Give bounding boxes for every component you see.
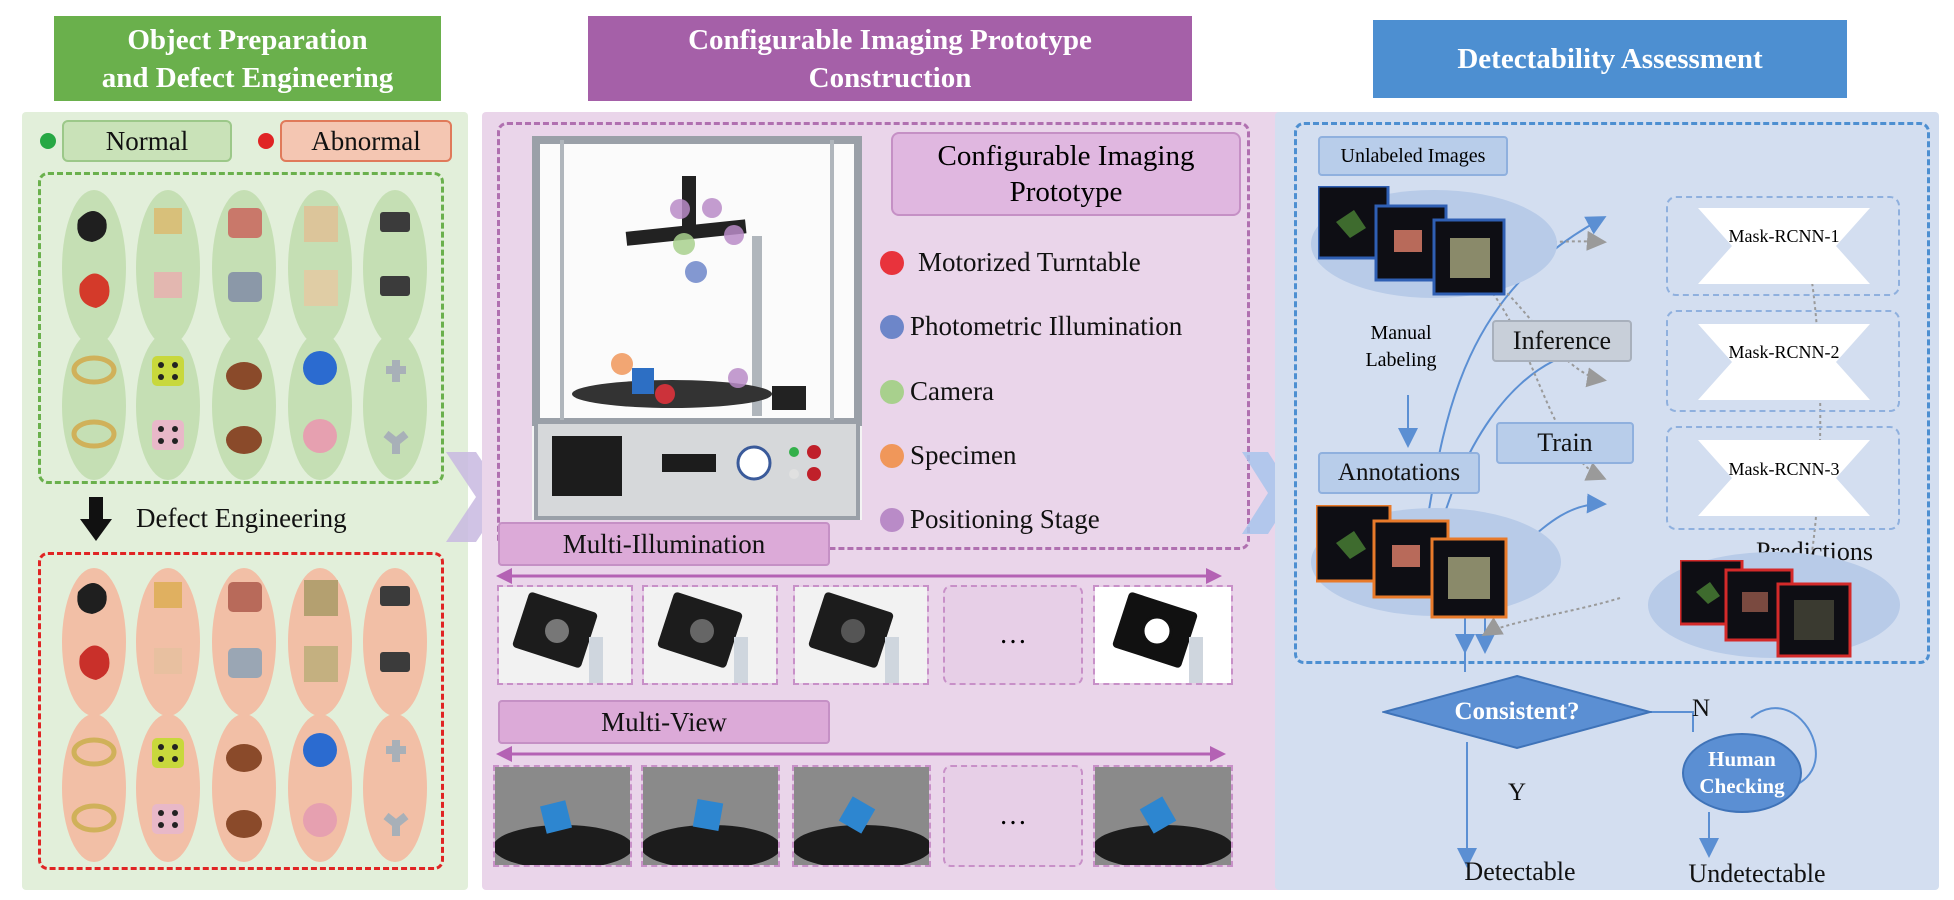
- legend-marker: [880, 380, 904, 404]
- normal-tag: Normal: [62, 120, 232, 162]
- legend-marker: [880, 508, 904, 532]
- n-label: N: [1692, 695, 1711, 722]
- abnormal-object-grid: [62, 568, 427, 862]
- prediction-image-stack: [1680, 560, 1852, 658]
- abnormal-tag: Abnormal: [280, 120, 452, 162]
- view-thumb-4: [1093, 765, 1233, 869]
- legend-label: Motorized Turntable: [918, 247, 1141, 277]
- legend-item-motorized-turntable: Motorized Turntable: [880, 244, 1240, 280]
- illumination-thumb-ellipsis: …: [943, 585, 1083, 685]
- human-checking-node: Human Checking: [1682, 733, 1802, 813]
- illumination-image: [644, 587, 776, 683]
- imaging-prototype-photo: [532, 136, 862, 520]
- annotated-image-stack: [1316, 505, 1508, 619]
- legend-item-specimen: Specimen: [880, 437, 1240, 473]
- multi-illumination-label: Multi-Illumination: [498, 522, 830, 566]
- view-image: [1093, 767, 1233, 869]
- illumination-image: [1095, 587, 1231, 683]
- model-label: Mask-RCNN-3: [1728, 459, 1840, 479]
- legend-label: Camera: [910, 376, 994, 406]
- view-thumb-ellipsis: …: [943, 765, 1083, 867]
- normal-objects-box: [38, 172, 444, 484]
- manual-labeling-label: Manual Labeling: [1365, 322, 1437, 371]
- middle-header: Configurable Imaging Prototype Construct…: [588, 16, 1192, 101]
- detectable-label: Detectable: [1464, 857, 1576, 886]
- train-label: Train: [1496, 422, 1634, 464]
- view-thumb-1: [493, 765, 633, 869]
- legend-label: Photometric Illumination: [910, 311, 1183, 341]
- inference-label: Inference: [1492, 320, 1632, 362]
- view-image: [493, 767, 633, 869]
- model-box-2: Mask-RCNN-2: [1666, 310, 1900, 412]
- model-shape: [1698, 324, 1870, 400]
- assessment-box: [1294, 122, 1930, 664]
- y-label: Y: [1508, 779, 1527, 806]
- illumination-thumb-1: [497, 585, 633, 685]
- illumination-thumb-3: [793, 585, 929, 685]
- legend-marker: [880, 315, 904, 339]
- view-thumb-3: [792, 765, 932, 869]
- abnormal-objects-box: [38, 552, 444, 870]
- model-shape: [1698, 208, 1870, 284]
- legend-label: Positioning Stage: [910, 504, 1100, 534]
- model-label: Mask-RCNN-2: [1728, 342, 1840, 362]
- annotations-label: Annotations: [1318, 452, 1480, 494]
- model-box-1: Mask-RCNN-1: [1666, 196, 1900, 296]
- illumination-thumb-2: [642, 585, 778, 685]
- illumination-image: [499, 587, 631, 683]
- illumination-thumb-4: [1093, 585, 1233, 685]
- left-header: Object Preparation and Defect Engineerin…: [54, 16, 441, 101]
- defect-engineering-label: Defect Engineering: [136, 503, 347, 533]
- abnormal-dot: [258, 133, 274, 149]
- legend-label: Specimen: [910, 440, 1017, 470]
- view-image: [792, 767, 932, 869]
- unlabeled-image-stack: [1318, 186, 1506, 296]
- legend-item-positioning-stage: Positioning Stage: [880, 501, 1240, 537]
- undetectable-label: Undetectable: [1688, 859, 1826, 888]
- multi-illumination-arrow: [496, 568, 1222, 584]
- model-box-3: Mask-RCNN-3: [1666, 426, 1900, 530]
- multi-view-label: Multi-View: [498, 700, 830, 744]
- normal-dot: [40, 133, 56, 149]
- view-image: [641, 767, 781, 869]
- model-label: Mask-RCNN-1: [1728, 226, 1840, 246]
- consistent-label: Consistent?: [1454, 698, 1580, 725]
- view-thumb-2: [641, 765, 781, 869]
- unlabeled-images-label: Unlabeled Images: [1318, 136, 1508, 176]
- right-header: Detectability Assessment: [1373, 20, 1847, 98]
- legend-marker: [880, 444, 904, 468]
- down-arrow-icon: [80, 497, 112, 541]
- consistent-decision: [1382, 674, 1652, 750]
- prototype-box: [497, 122, 1250, 550]
- legend-marker: [880, 251, 904, 275]
- multi-view-arrow: [496, 746, 1226, 762]
- prototype-title: Configurable Imaging Prototype: [891, 132, 1241, 216]
- normal-object-grid: [62, 190, 427, 480]
- legend-item-camera: Camera: [880, 373, 1240, 409]
- legend-item-photometric-illumination: Photometric Illumination: [880, 308, 1250, 344]
- illumination-image: [795, 587, 927, 683]
- model-shape: [1698, 440, 1870, 516]
